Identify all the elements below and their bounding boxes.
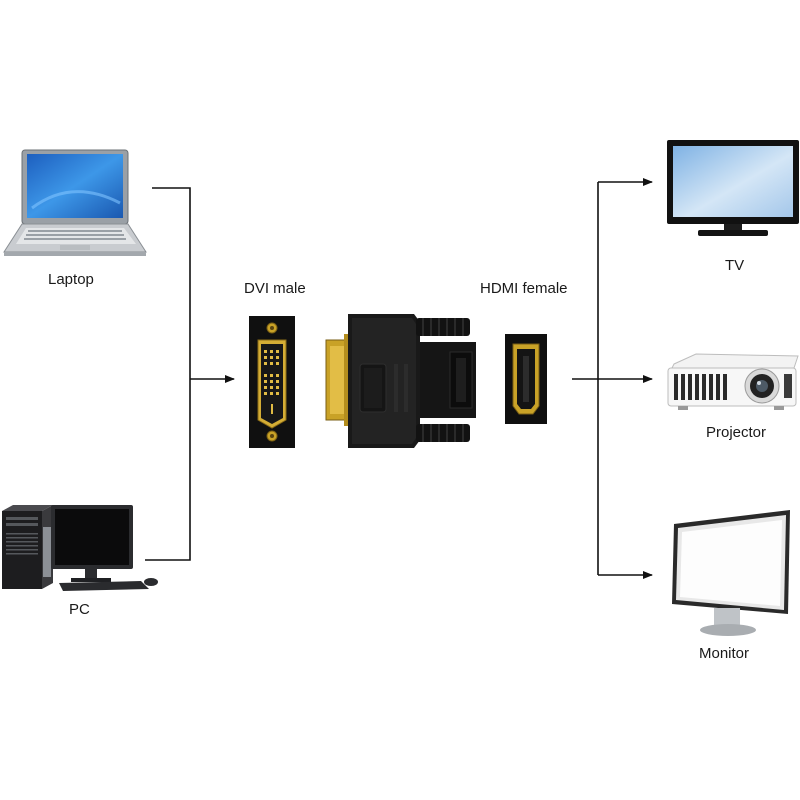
hdmi-female-label: HDMI female: [480, 280, 568, 297]
laptop-label: Laptop: [48, 271, 94, 288]
tv-label: TV: [725, 257, 745, 274]
pc-label: PC: [69, 601, 90, 618]
dvi-hdmi-adapter-icon: [325, 314, 476, 448]
desktop-pc-icon: [2, 505, 158, 591]
projector-label: Projector: [706, 424, 767, 441]
laptop-connector-line: [145, 187, 191, 561]
monitor-icon: [672, 510, 790, 636]
dvi-male-connector-icon: [249, 316, 295, 448]
tv-icon: [667, 140, 799, 236]
laptop-icon: [3, 149, 147, 256]
dvi-male-label: DVI male: [244, 280, 306, 297]
hdmi-female-connector-icon: [505, 334, 547, 424]
monitor-label: Monitor: [699, 645, 750, 662]
projector-icon: [667, 353, 799, 410]
